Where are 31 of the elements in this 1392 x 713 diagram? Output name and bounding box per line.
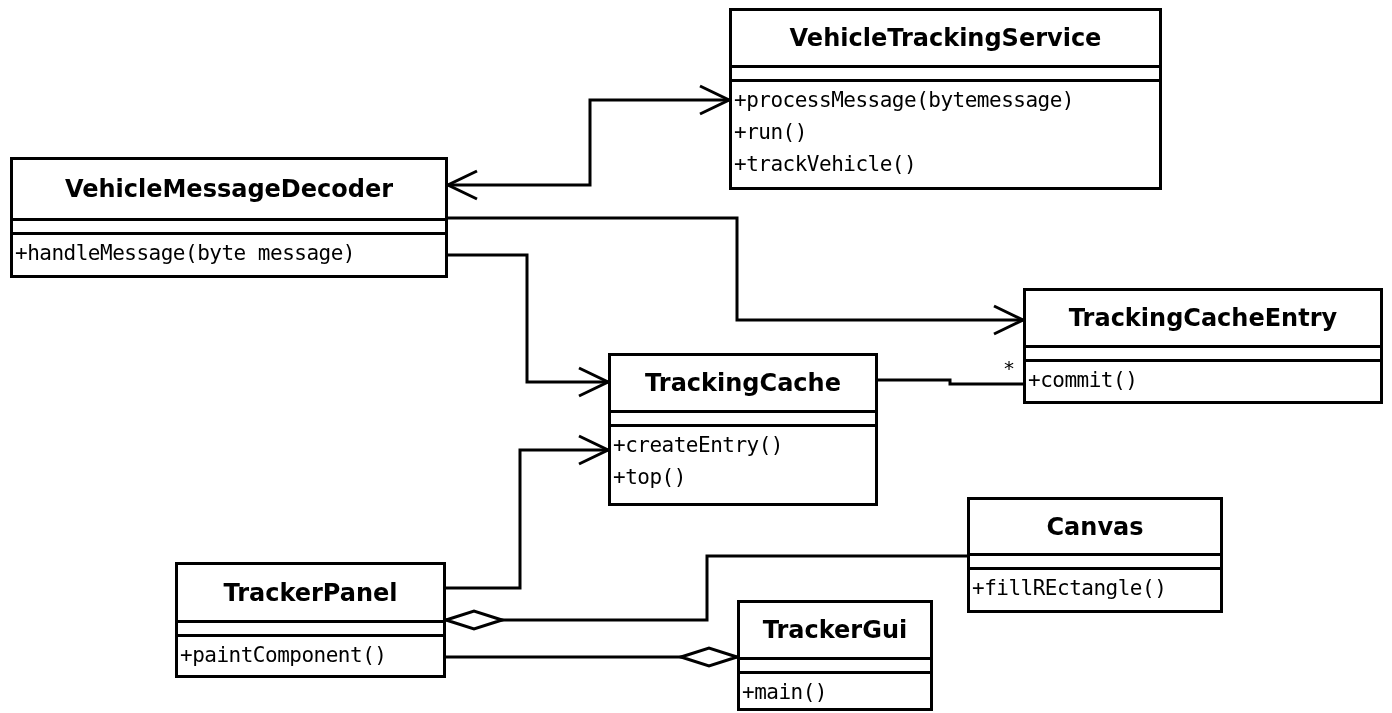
method-signature: +createEntry() bbox=[613, 432, 784, 459]
method-signature: +commit() bbox=[1028, 367, 1139, 394]
class-box bbox=[10, 157, 448, 278]
class-name: TrackerGui bbox=[762, 615, 908, 647]
class-name: VehicleTrackingService bbox=[789, 23, 1102, 54]
class-box bbox=[967, 497, 1223, 613]
arrow bbox=[446, 434, 610, 590]
class-box bbox=[737, 600, 933, 711]
association-line bbox=[878, 378, 1023, 386]
method-signature: +top() bbox=[613, 464, 687, 491]
method-signature: +main() bbox=[742, 679, 828, 706]
class-box bbox=[175, 562, 446, 678]
method-signature: +processMessage(bytemessage) bbox=[734, 87, 1075, 114]
method-signature: +trackVehicle() bbox=[734, 151, 918, 178]
method-signature: +paintComponent() bbox=[180, 642, 388, 669]
class-box bbox=[608, 353, 878, 506]
class-name: Canvas bbox=[1046, 511, 1144, 543]
method-signature: +fillREctangle() bbox=[972, 575, 1168, 602]
class-name: TrackingCache bbox=[645, 368, 841, 399]
class-name: TrackingCacheEntry bbox=[1068, 303, 1338, 334]
arrow bbox=[448, 216, 1025, 336]
arrow bbox=[446, 84, 731, 201]
class-name: VehicleMessageDecoder bbox=[64, 174, 394, 205]
method-signature: +run() bbox=[734, 119, 808, 146]
aggregation-line bbox=[444, 554, 967, 631]
class-box bbox=[729, 8, 1162, 190]
aggregation-line bbox=[446, 646, 739, 668]
class-box bbox=[1023, 288, 1383, 404]
method-signature: +handleMessage(byte message) bbox=[15, 240, 356, 267]
class-name: TrackerPanel bbox=[223, 577, 398, 609]
arrow bbox=[448, 253, 610, 398]
